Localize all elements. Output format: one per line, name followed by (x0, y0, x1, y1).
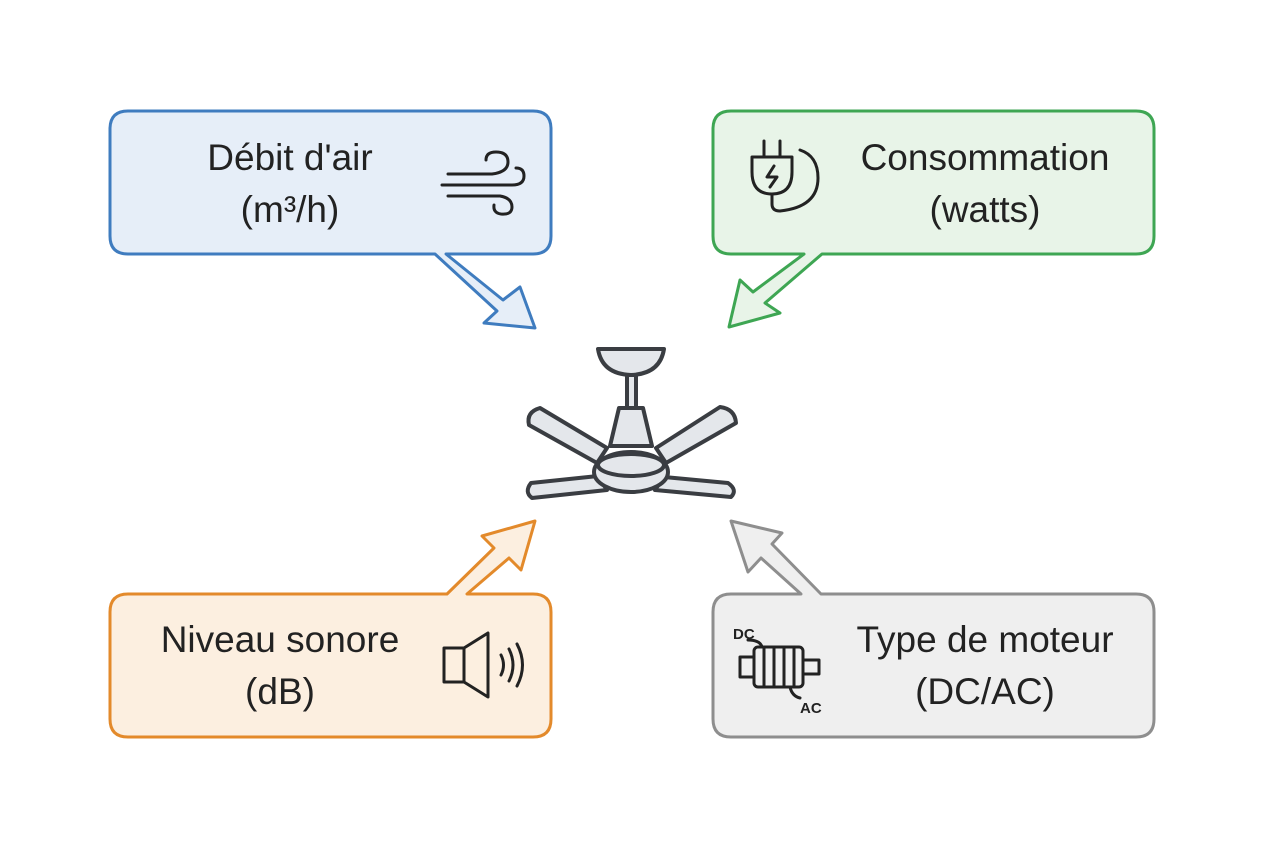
airflow-title: Débit d'air (207, 137, 373, 178)
power-title: Consommation (860, 137, 1110, 178)
airflow-card-label: Débit d'air (m³/h) (140, 132, 440, 236)
motor-icon-ac-label: AC (800, 700, 822, 717)
power-card (711, 109, 1156, 329)
speaker-icon (442, 631, 524, 699)
motor-unit: (DC/AC) (915, 671, 1055, 712)
noise-card-label: Niveau sonore (dB) (130, 614, 430, 718)
motor-card (711, 519, 1156, 739)
power-card-label: Consommation (watts) (830, 132, 1140, 236)
motor-icon-dc-label: DC (733, 626, 755, 643)
noise-unit: (dB) (245, 671, 315, 712)
motor-card-label: Type de moteur (DC/AC) (830, 614, 1140, 718)
airflow-unit: (m³/h) (240, 189, 340, 230)
noise-title: Niveau sonore (160, 619, 400, 660)
wind-icon (440, 150, 526, 216)
motor-title: Type de moteur (856, 619, 1114, 660)
airflow-card (108, 109, 553, 330)
power-plug-icon (750, 139, 820, 213)
noise-card (108, 519, 553, 739)
motor-icon: DC AC (733, 626, 822, 717)
power-unit: (watts) (929, 189, 1041, 230)
